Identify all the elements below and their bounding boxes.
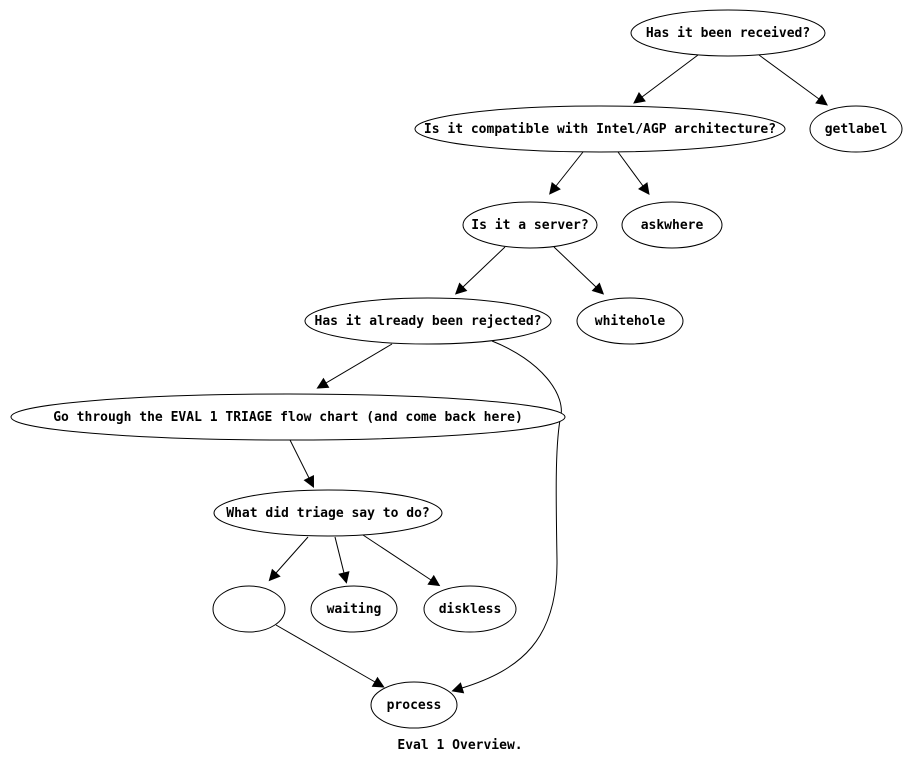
- edge-line: [462, 246, 506, 288]
- node-process[interactable]: process: [370, 681, 458, 729]
- node-received[interactable]: Has it been received?: [630, 9, 826, 57]
- node-label: waiting: [327, 602, 382, 617]
- arrowhead-icon: [303, 474, 314, 488]
- node-label: diskless: [439, 602, 502, 617]
- node-shape: [213, 489, 443, 537]
- node-shape: [621, 201, 723, 249]
- node-label: Is it a server?: [471, 218, 588, 233]
- edge-line: [617, 151, 644, 187]
- node-shape: [310, 585, 398, 633]
- node-shape: [212, 585, 286, 633]
- edge-compatible-server: [549, 151, 584, 195]
- edge-line: [334, 536, 345, 574]
- node-whatdid[interactable]: What did triage say to do?: [213, 489, 443, 537]
- node-label: askwhere: [641, 218, 704, 233]
- arrowhead-icon: [633, 92, 646, 104]
- arrowhead-icon: [338, 571, 350, 584]
- arrowhead-icon: [268, 568, 281, 582]
- edge-line: [275, 624, 376, 683]
- node-label: What did triage say to do?: [226, 506, 430, 521]
- edge-line: [362, 534, 432, 581]
- edge-whatdid-diskless: [362, 534, 441, 587]
- node-getlabel[interactable]: getlabel: [809, 105, 903, 153]
- node-label: getlabel: [825, 122, 888, 137]
- arrowhead-icon: [815, 94, 828, 106]
- edge-whatdid-blank: [268, 536, 309, 582]
- node-label: Has it been received?: [646, 26, 810, 41]
- edge-line: [275, 536, 309, 574]
- edge-triage-whatdid: [289, 439, 314, 488]
- node-shape: [576, 297, 684, 345]
- arrowhead-icon: [451, 682, 465, 694]
- node-compatible[interactable]: Is it compatible with Intel/AGP architec…: [414, 105, 786, 153]
- edges-layer: [268, 54, 828, 694]
- edge-line: [289, 439, 310, 479]
- edge-rejected-process: [451, 340, 562, 694]
- node-askwhere[interactable]: askwhere: [621, 201, 723, 249]
- node-server[interactable]: Is it a server?: [462, 201, 598, 249]
- node-shape: [809, 105, 903, 153]
- node-label: Is it compatible with Intel/AGP architec…: [424, 122, 776, 137]
- node-shape: [10, 393, 566, 441]
- edge-whatdid-waiting: [334, 536, 350, 584]
- node-shape: [423, 585, 517, 633]
- arrowhead-icon: [454, 282, 468, 295]
- node-shape: [304, 297, 552, 345]
- edge-compatible-askwhere: [617, 151, 650, 195]
- nodes-layer: Has it been received? Is it compatible wi…: [10, 9, 903, 729]
- edge-line: [758, 54, 820, 100]
- edge-rejected-triage: [316, 343, 393, 389]
- node-label: Go through the EVAL 1 TRIAGE flow chart …: [53, 410, 523, 425]
- diagram-caption: Eval 1 Overview.: [397, 738, 522, 753]
- arrowhead-icon: [427, 574, 441, 587]
- edge-line: [325, 343, 393, 384]
- edge-received-getlabel: [758, 54, 828, 106]
- node-shape: [630, 9, 826, 57]
- node-rejected[interactable]: Has it already been rejected?: [304, 297, 552, 345]
- node-diskless[interactable]: diskless: [423, 585, 517, 633]
- node-label: Has it already been rejected?: [315, 314, 542, 329]
- node-label: process: [387, 698, 442, 713]
- node-shape: [462, 201, 598, 249]
- node-triage[interactable]: Go through the EVAL 1 TRIAGE flow chart …: [10, 393, 566, 441]
- edge-line: [555, 151, 584, 187]
- node-shape: [370, 681, 458, 729]
- arrowhead-icon: [591, 282, 605, 295]
- arrowhead-icon: [316, 377, 330, 389]
- arrowhead-icon: [638, 182, 650, 195]
- edge-blank-process: [275, 624, 385, 688]
- arrowhead-icon: [549, 181, 561, 195]
- node-label: whitehole: [595, 314, 666, 329]
- arrowhead-icon: [371, 676, 385, 688]
- node-blank[interactable]: [212, 585, 286, 633]
- edge-line: [641, 54, 699, 98]
- edge-server-rejected: [454, 246, 506, 295]
- edge-line: [553, 246, 597, 288]
- node-shape: [414, 105, 786, 153]
- node-whitehole[interactable]: whitehole: [576, 297, 684, 345]
- edge-received-compatible: [633, 54, 699, 104]
- edge-line: [461, 340, 562, 689]
- node-waiting[interactable]: waiting: [310, 585, 398, 633]
- edge-server-whitehole: [553, 246, 605, 295]
